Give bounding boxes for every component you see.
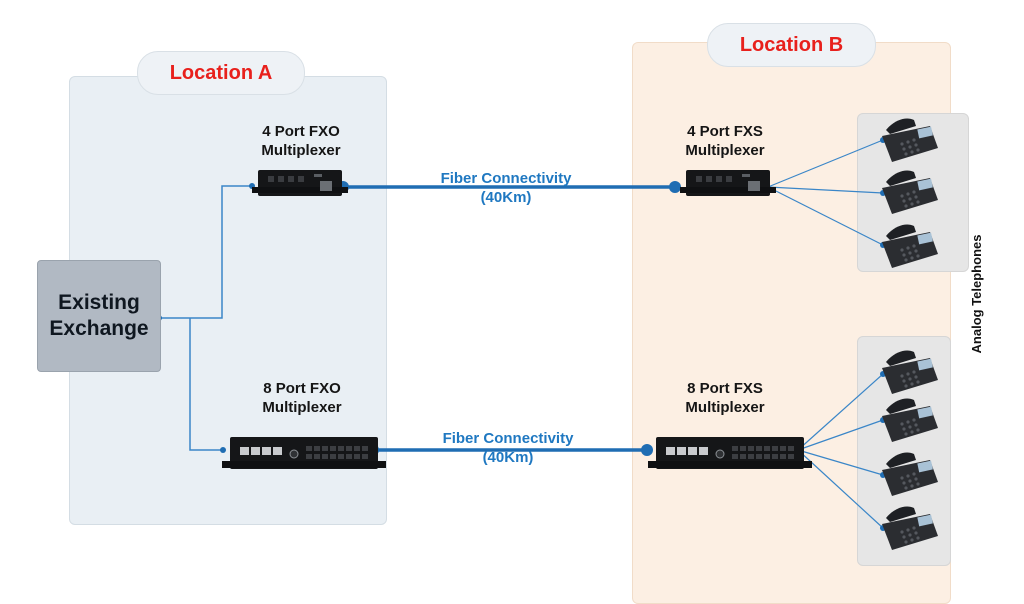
telephone-icon	[882, 452, 938, 496]
analog-telephones-label: Analog Telephones	[969, 234, 984, 354]
telephone-icon	[882, 350, 938, 394]
telephone-icon	[882, 170, 938, 214]
fxs8-label-line1: 8 Port FXS	[687, 380, 763, 397]
fiber-top-line1: Fiber Connectivity	[440, 170, 572, 187]
location-a-title: Location A	[137, 51, 305, 95]
fiber-top-end-node	[669, 181, 681, 193]
multiplexer-device-icon	[647, 436, 813, 470]
exchange-label-line2: Exchange	[49, 317, 149, 340]
fxo8-label-line2: Multiplexer	[262, 399, 342, 416]
fiber-label-top: Fiber Connectivity (40Km)	[406, 169, 606, 207]
fxs8-label-line2: Multiplexer	[685, 399, 765, 416]
fiber-bottom-line1: Fiber Connectivity	[442, 430, 574, 447]
fxo8-label-line1: 8 Port FXO	[263, 380, 341, 397]
multiplexer-device-icon	[252, 170, 348, 196]
exchange-links	[159, 185, 252, 451]
telephone-icon	[882, 506, 938, 550]
network-diagram-graphics	[156, 118, 938, 550]
fxo4-label-line2: Multiplexer	[261, 142, 341, 159]
phone-links-top	[767, 139, 884, 246]
fxo8-input-node	[220, 447, 226, 453]
fxo8-label: 8 Port FXO Multiplexer	[222, 379, 382, 417]
fxs4-label-line2: Multiplexer	[685, 142, 765, 159]
existing-exchange-box: Existing Exchange	[37, 260, 161, 372]
fiber-top-line2: (40Km)	[480, 189, 532, 206]
telephone-icon	[882, 224, 938, 268]
location-b-title: Location B	[707, 23, 876, 67]
fiber-bottom-line2: (40Km)	[482, 449, 534, 466]
telephone-icon	[882, 118, 938, 162]
fxo4-label: 4 Port FXO Multiplexer	[221, 122, 381, 160]
fiber-label-bottom: Fiber Connectivity (40Km)	[408, 429, 608, 467]
multiplexer-device-icon	[221, 436, 387, 470]
fiber-bottom-end-node	[641, 444, 653, 456]
multiplexer-device-icon	[680, 170, 776, 196]
telephone-icon	[882, 398, 938, 442]
exchange-label-line1: Existing	[58, 291, 140, 314]
fxs4-label-line1: 4 Port FXS	[687, 123, 763, 140]
phone-links-bottom	[797, 373, 884, 529]
fxo4-label-line1: 4 Port FXO	[262, 123, 340, 140]
fxs8-label: 8 Port FXS Multiplexer	[645, 379, 805, 417]
fxs4-label: 4 Port FXS Multiplexer	[645, 122, 805, 160]
